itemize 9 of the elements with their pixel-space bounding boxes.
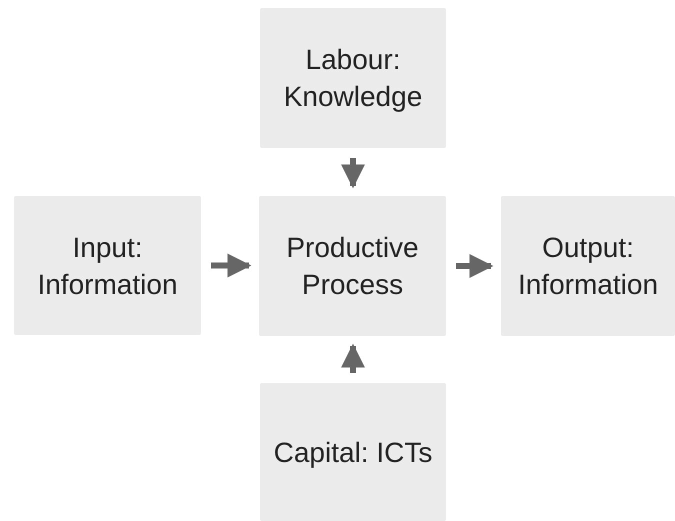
arrow xyxy=(456,254,494,278)
arrow xyxy=(211,254,252,278)
arrow xyxy=(341,158,365,188)
box-label: Output: Information xyxy=(516,231,660,302)
arrow xyxy=(341,344,365,373)
box-label: Productive Process xyxy=(285,231,420,302)
box-label: Labour: Knowledge xyxy=(282,43,424,114)
box-label: Capital: ICTs xyxy=(274,436,432,470)
box-label: Input: Information xyxy=(36,230,179,302)
